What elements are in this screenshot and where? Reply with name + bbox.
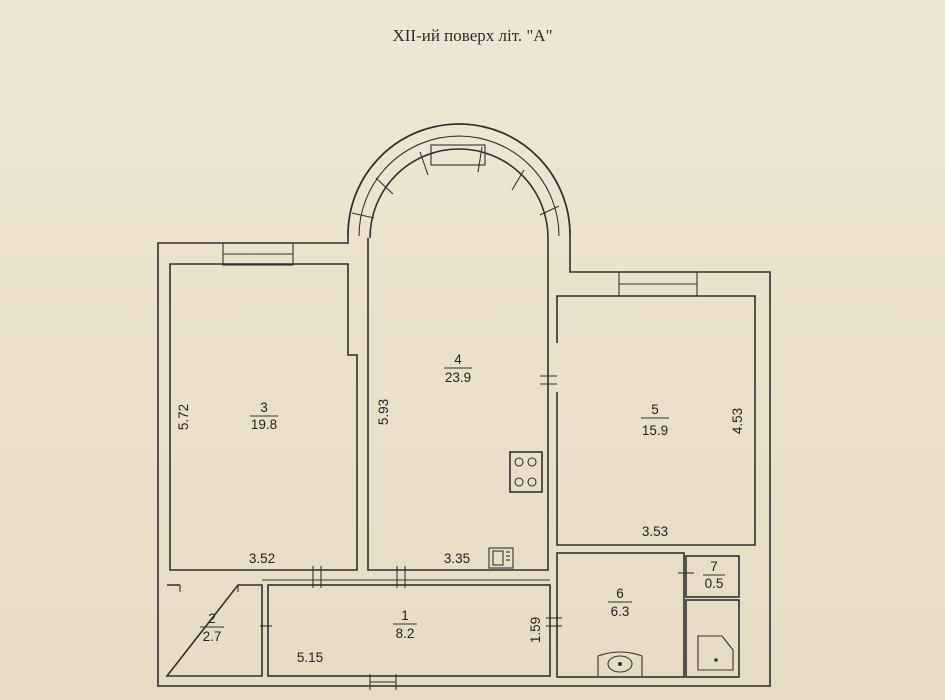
dim-room5-width: 3.53 bbox=[642, 524, 668, 539]
room7-outline bbox=[685, 555, 740, 598]
bay-window-mullions bbox=[351, 144, 560, 219]
bay-window-inner bbox=[369, 148, 549, 239]
room2-area: 2.7 bbox=[203, 629, 222, 644]
sink-icon bbox=[488, 547, 514, 569]
dim-room3-width: 3.52 bbox=[249, 551, 275, 566]
room-label-1: 1 8.2 bbox=[393, 608, 417, 641]
stove-icon bbox=[509, 451, 543, 493]
room3-area: 19.8 bbox=[251, 417, 277, 432]
plan-title: XII-ий поверх літ. "А" bbox=[392, 26, 553, 45]
room7-area: 0.5 bbox=[705, 576, 724, 591]
room5-number: 5 bbox=[651, 402, 659, 417]
shower-tray-icon bbox=[697, 635, 734, 671]
room1-outline bbox=[267, 584, 551, 677]
dim-room5-height: 4.53 bbox=[730, 408, 745, 434]
dim-room4-width: 3.35 bbox=[444, 551, 470, 566]
bay-window-outer bbox=[347, 123, 571, 236]
room-label-3: 3 19.8 bbox=[250, 400, 278, 432]
room5-outline bbox=[556, 295, 756, 546]
room1-number: 1 bbox=[401, 608, 409, 623]
dim-room1-height: 1.59 bbox=[528, 617, 543, 643]
shower-cubicle bbox=[685, 599, 740, 678]
room-label-7: 7 0.5 bbox=[703, 559, 725, 591]
window-room3 bbox=[222, 242, 294, 266]
room4-number: 4 bbox=[454, 352, 462, 367]
room1-area: 8.2 bbox=[396, 626, 415, 641]
room2-outline bbox=[165, 584, 263, 677]
room-label-6: 6 6.3 bbox=[608, 586, 632, 619]
room4-area: 23.9 bbox=[445, 370, 471, 385]
room3-number: 3 bbox=[260, 400, 268, 415]
window-room5 bbox=[618, 271, 698, 297]
room-label-4: 4 23.9 bbox=[444, 352, 472, 385]
dim-room1-width: 5.15 bbox=[297, 650, 323, 665]
room2-number: 2 bbox=[208, 611, 216, 626]
room6-area: 6.3 bbox=[611, 604, 630, 619]
room6-outline bbox=[556, 552, 685, 678]
door-marks bbox=[260, 566, 694, 690]
room5-area: 15.9 bbox=[642, 423, 668, 438]
door-room2 bbox=[179, 585, 239, 592]
room7-number: 7 bbox=[710, 559, 718, 574]
room4-outline bbox=[367, 238, 549, 571]
room-label-2: 2 2.7 bbox=[200, 611, 224, 644]
washbasin-icon bbox=[597, 651, 643, 676]
bay-window-glass bbox=[358, 135, 560, 237]
dim-room3-height: 5.72 bbox=[176, 404, 191, 430]
room6-number: 6 bbox=[616, 586, 624, 601]
room-label-5: 5 15.9 bbox=[641, 402, 669, 438]
dim-room4-height: 5.93 bbox=[376, 399, 391, 425]
room3-outline bbox=[169, 263, 358, 571]
outer-wall bbox=[157, 123, 771, 687]
